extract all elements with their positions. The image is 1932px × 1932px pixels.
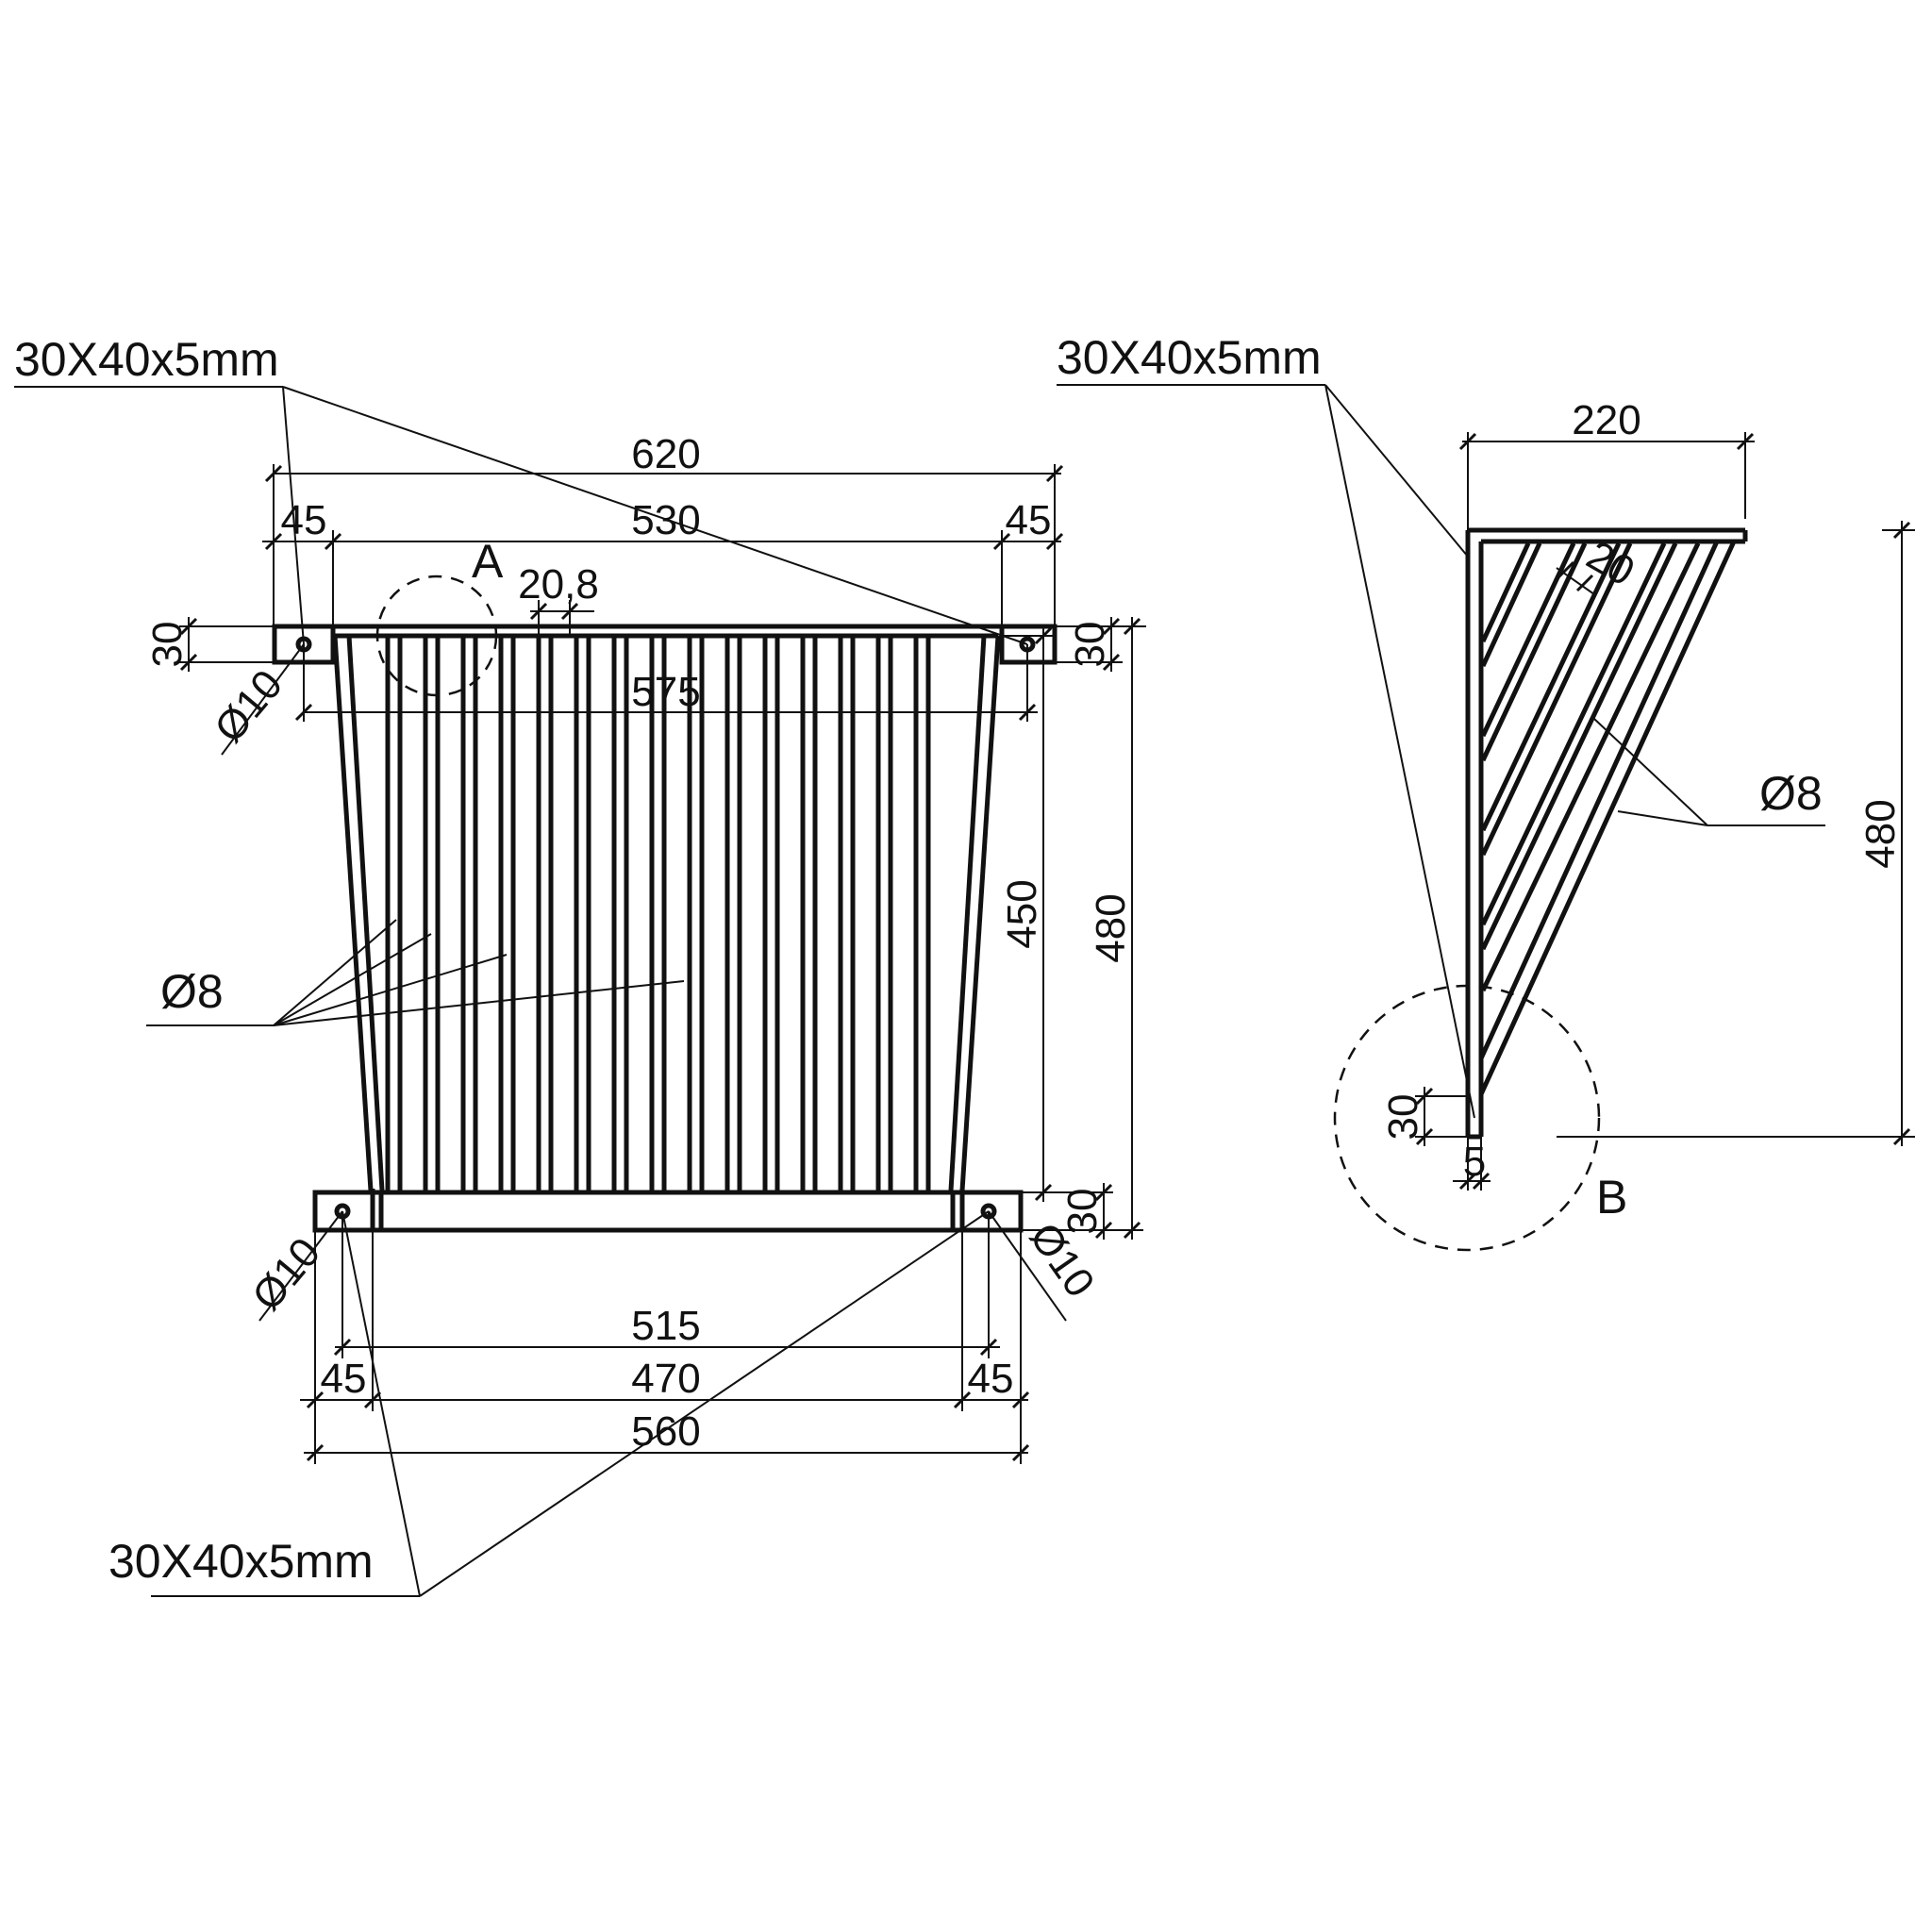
side-rod <box>1480 541 1542 668</box>
side-rod <box>1480 541 1701 992</box>
dim-30-side-text: 30 <box>1380 1094 1426 1141</box>
detail-b-label: B <box>1596 1171 1627 1224</box>
left-leg-outer <box>332 635 374 1191</box>
side-rod <box>1480 541 1633 857</box>
dimension-530: 530 45 45 <box>262 497 1064 626</box>
dimension-30-top-left: 30 <box>144 617 275 672</box>
hole-top-left-label: Ø10 <box>206 661 291 751</box>
dim-470-text: 470 <box>631 1356 700 1402</box>
dimension-620: 620 <box>264 431 1064 626</box>
dim-30-top-left-text: 30 <box>144 622 191 668</box>
dim-45-bottom-right-text: 45 <box>968 1356 1014 1402</box>
bottom-right-flange <box>950 1190 1024 1233</box>
front-view: A 620 530 45 45 20,8 <box>14 333 1146 1597</box>
dimension-5-side: 5 <box>1453 1137 1491 1191</box>
side-rod <box>1480 541 1667 926</box>
side-brace-outer <box>1478 540 1737 1096</box>
dimension-30-side: 30 <box>1380 1087 1468 1146</box>
side-material-label: 30X40x5mm <box>1057 331 1322 384</box>
material-bottom-label: 30X40x5mm <box>108 1535 374 1588</box>
leader-side-material: 30X40x5mm <box>1057 331 1475 1119</box>
front-rods <box>385 638 931 1191</box>
side-rod <box>1480 541 1531 643</box>
dim-480-front-text: 480 <box>1088 893 1134 962</box>
dimension-450: 450 <box>999 626 1053 1202</box>
leader-material-bottom: 30X40x5mm <box>108 1210 990 1597</box>
dim-30-top-right-text: 30 <box>1067 622 1113 668</box>
dim-480-side-text: 480 <box>1857 799 1904 868</box>
dim-515-text: 515 <box>631 1303 700 1349</box>
side-rod <box>1480 541 1588 762</box>
bottom-left-flange <box>312 1190 384 1233</box>
dim-575-text: 575 <box>631 669 700 715</box>
dimension-20-8: 20,8 <box>518 561 599 636</box>
leader-rods: Ø8 <box>146 919 685 1026</box>
dim-20-8-text: 20,8 <box>518 561 599 608</box>
dimension-560: 560 <box>304 1230 1030 1464</box>
rod-diameter-label: Ø8 <box>160 965 224 1018</box>
right-leg-inner <box>948 635 987 1191</box>
material-top-label: 30X40x5mm <box>14 333 279 386</box>
side-view: B 220 480 20 <box>1057 331 1915 1252</box>
right-leg-outer <box>959 635 1001 1191</box>
dim-30-bottom-right-text: 30 <box>1059 1189 1106 1235</box>
dimension-30-bottom-right: 30 <box>1021 1183 1113 1240</box>
dimension-220: 220 <box>1458 397 1755 530</box>
detail-a-label: A <box>472 535 504 588</box>
side-rod <box>1480 541 1622 832</box>
dim-560-text: 560 <box>631 1408 700 1455</box>
dimension-515: 515 <box>333 1211 1000 1358</box>
dimension-480-side: 480 <box>1557 521 1915 1146</box>
dim-45-top-left-text: 45 <box>281 497 327 543</box>
dimension-470: 470 45 45 <box>300 1230 1030 1411</box>
side-rod-diameter-label: Ø8 <box>1759 767 1823 820</box>
dimension-30-top-right: 30 <box>1055 617 1146 672</box>
leader-hole-bottom-left: Ø10 <box>243 1210 343 1322</box>
dim-45-top-right-text: 45 <box>1006 497 1052 543</box>
dim-450-text: 450 <box>999 879 1045 948</box>
leader-side-rods: Ø8 <box>1593 718 1825 826</box>
side-brace-inner <box>1478 540 1720 1060</box>
leader-material-top: 30X40x5mm <box>14 333 1028 645</box>
dim-5-side-text: 5 <box>1463 1139 1486 1185</box>
detail-b-circle <box>1333 984 1601 1252</box>
dimension-575: 575 <box>294 644 1038 722</box>
left-leg-inner <box>346 635 385 1191</box>
dim-620-text: 620 <box>631 431 700 477</box>
detail-a-circle <box>375 575 498 697</box>
dim-220-text: 220 <box>1572 397 1641 443</box>
side-rods <box>1480 541 1701 992</box>
hole-bottom-left-label: Ø10 <box>243 1229 329 1319</box>
dimension-480-front: 480 <box>1021 617 1143 1240</box>
side-rod <box>1480 541 1678 951</box>
dim-45-bottom-left-text: 45 <box>321 1356 367 1402</box>
